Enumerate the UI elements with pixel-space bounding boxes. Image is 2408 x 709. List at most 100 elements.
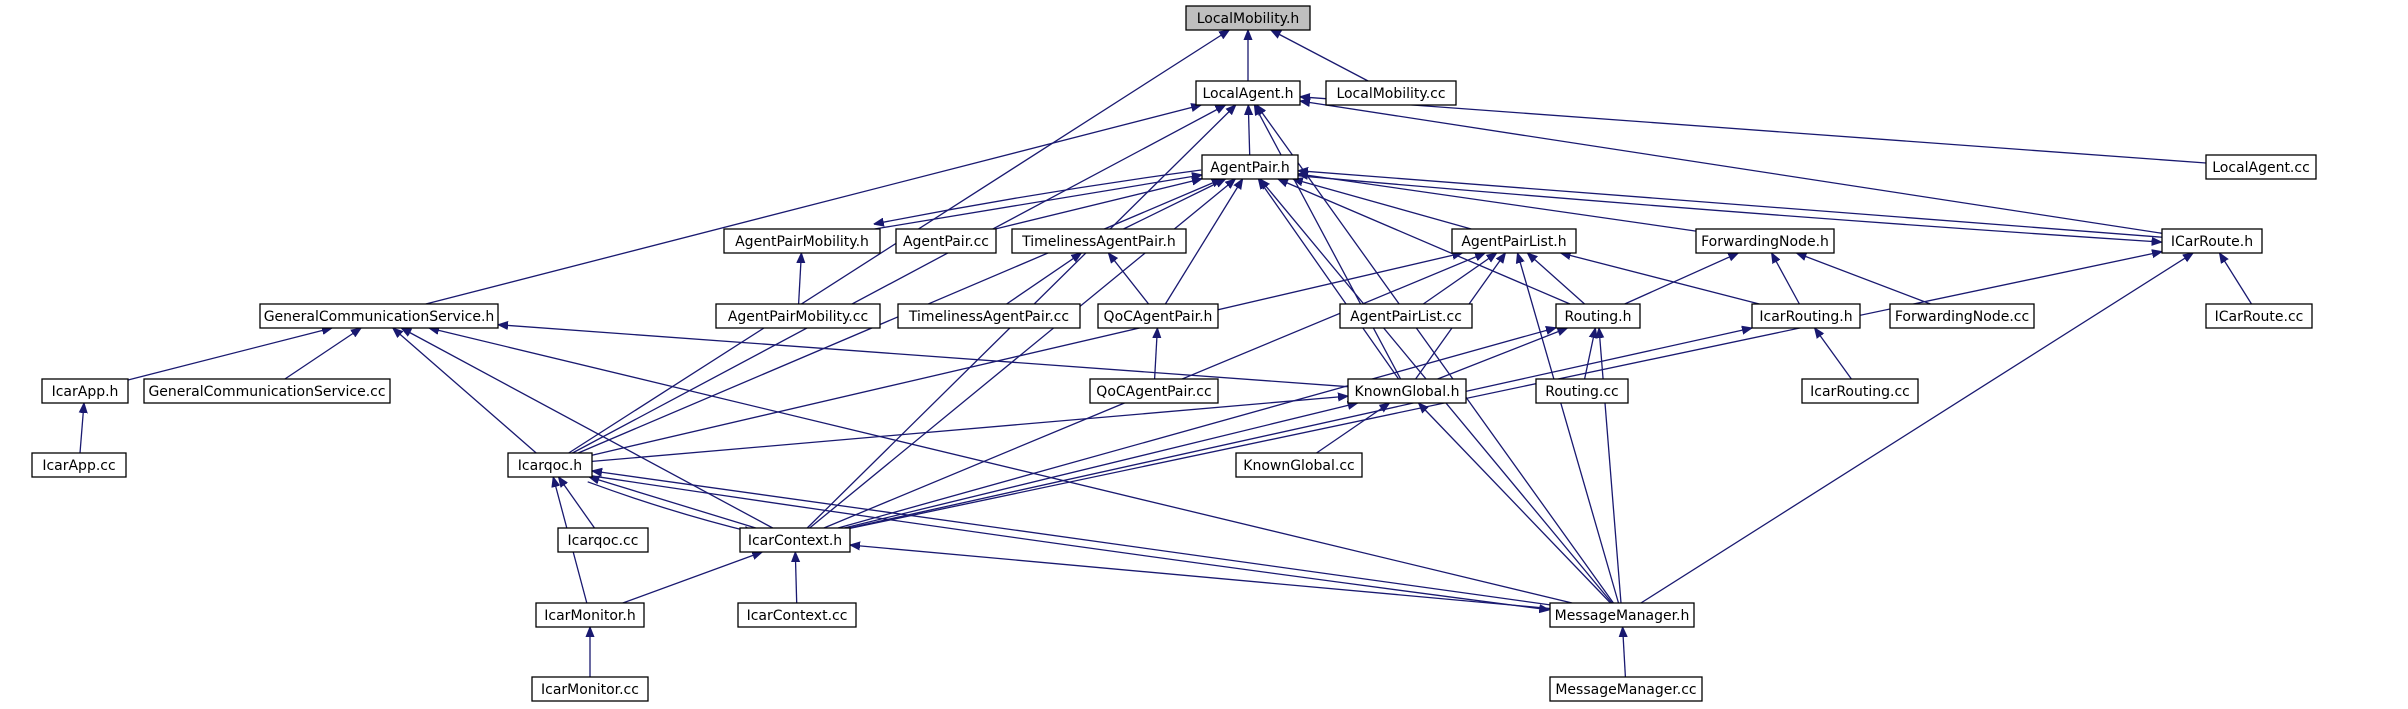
dependency-edge — [850, 545, 1551, 610]
node-agentpairlist-h[interactable]: AgentPairList.h — [1451, 228, 1577, 254]
node-forwardingnode-h[interactable]: ForwardingNode.h — [1695, 228, 1835, 254]
dependency-edge — [498, 325, 1349, 388]
node-generalcommunicationservice-h[interactable]: GeneralCommunicationService.h — [259, 303, 499, 329]
node-icarrouting-cc[interactable]: IcarRouting.cc — [1801, 378, 1919, 404]
node-label: Icarqoc.cc — [568, 533, 639, 549]
dependency-edge — [1155, 328, 1158, 380]
dependency-edge — [1298, 171, 2163, 238]
node-icarqoc-cc[interactable]: Icarqoc.cc — [557, 527, 649, 553]
dependency-edge — [1772, 253, 1800, 305]
node-knownglobal-cc[interactable]: KnownGlobal.cc — [1235, 452, 1363, 478]
node-localagent-cc[interactable]: LocalAgent.cc — [2205, 154, 2317, 180]
dependency-edge — [2220, 253, 2253, 305]
dependency-edge — [799, 253, 802, 305]
dependency-edge — [1624, 252, 1739, 305]
node-agentpair-h[interactable]: AgentPair.h — [1201, 154, 1299, 180]
node-qocagentpair-h[interactable]: QoCAgentPair.h — [1097, 303, 1219, 329]
node-label: Routing.cc — [1545, 384, 1619, 400]
node-localmobility-cc[interactable]: LocalMobility.cc — [1325, 80, 1457, 106]
node-label: AgentPairList.cc — [1350, 309, 1462, 325]
dependency-edge — [592, 471, 1551, 606]
dependency-edge — [284, 328, 361, 380]
node-label: LocalMobility.h — [1197, 11, 1300, 27]
node-label: LocalAgent.cc — [2212, 160, 2310, 176]
node-agentpairmobility-h[interactable]: AgentPairMobility.h — [723, 228, 881, 254]
node-routing-cc[interactable]: Routing.cc — [1535, 378, 1629, 404]
node-icarmonitor-h[interactable]: IcarMonitor.h — [535, 602, 645, 628]
node-label: IcarApp.h — [52, 384, 119, 400]
node-icarapp-cc[interactable]: IcarApp.cc — [31, 452, 127, 478]
node-label: ForwardingNode.h — [1701, 234, 1829, 250]
node-icarcontext-h[interactable]: IcarContext.h — [739, 527, 851, 553]
node-localagent-h[interactable]: LocalAgent.h — [1195, 80, 1301, 106]
node-label: AgentPair.cc — [903, 234, 989, 250]
dependency-edge — [1527, 253, 1586, 305]
node-label: AgentPair.h — [1210, 160, 1290, 176]
dependency-edge — [587, 481, 755, 533]
dependency-edge — [1257, 105, 1614, 604]
dependency-edge — [849, 328, 1752, 529]
node-icarcontext-cc[interactable]: IcarContext.cc — [737, 602, 857, 628]
node-label: QoCAgentPair.cc — [1096, 384, 1211, 400]
node-label: IcarContext.h — [748, 533, 842, 549]
dependency-edge — [1797, 253, 1931, 305]
dependency-edge — [1293, 179, 1472, 230]
node-icarroute-h[interactable]: ICarRoute.h — [2161, 228, 2263, 254]
dependency-edge — [995, 179, 1202, 230]
dependency-edge — [1599, 328, 1622, 604]
dependency-edge — [591, 396, 1348, 463]
dependency-edge — [401, 328, 774, 529]
node-label: KnownGlobal.h — [1355, 384, 1460, 400]
node-agentpairlist-cc[interactable]: AgentPairList.cc — [1339, 303, 1473, 329]
node-routing-h[interactable]: Routing.h — [1555, 303, 1641, 329]
node-agentpair-cc[interactable]: AgentPair.cc — [895, 228, 997, 254]
dependency-edge — [1258, 179, 1400, 380]
node-timelinessagentpair-cc[interactable]: TimelinessAgentPair.cc — [897, 303, 1081, 329]
node-messagemanager-cc[interactable]: MessageManager.cc — [1549, 676, 1703, 702]
dependency-edge — [874, 175, 1202, 230]
node-icarqoc-h[interactable]: Icarqoc.h — [507, 452, 593, 478]
dependency-edge — [393, 328, 537, 454]
dependency-edge — [1815, 328, 1852, 380]
dependency-edge — [809, 179, 1236, 529]
node-qocagentpair-cc[interactable]: QoCAgentPair.cc — [1089, 378, 1219, 404]
node-forwardingnode-cc[interactable]: ForwardingNode.cc — [1889, 303, 2035, 329]
node-icarrouting-h[interactable]: IcarRouting.h — [1751, 303, 1861, 329]
dependency-edge — [1248, 105, 1249, 156]
dependency-edge — [874, 169, 1202, 224]
dependency-edge — [127, 328, 332, 381]
node-label: MessageManager.cc — [1555, 682, 1696, 698]
dependency-edge — [80, 403, 84, 454]
node-icarroute-cc[interactable]: ICarRoute.cc — [2205, 303, 2313, 329]
node-agentpairmobility-cc[interactable]: AgentPairMobility.cc — [715, 303, 881, 329]
node-label: IcarContext.cc — [747, 608, 848, 624]
node-label: ICarRoute.cc — [2215, 309, 2304, 325]
dependency-edge — [1254, 105, 1402, 380]
node-label: GeneralCommunicationService.h — [264, 309, 495, 325]
dependency-edge — [1123, 179, 1226, 230]
node-label: IcarRouting.cc — [1810, 384, 1910, 400]
dependency-edge — [844, 403, 1357, 529]
dependency-edge — [837, 328, 1556, 529]
dependency-edge — [622, 552, 762, 604]
dependency-edge — [1164, 179, 1242, 305]
dependency-edge — [1437, 327, 1568, 380]
node-generalcommunicationservice-cc[interactable]: GeneralCommunicationService.cc — [143, 378, 391, 404]
node-label: TimelinessAgentPair.cc — [908, 309, 1069, 325]
node-localmobility-h[interactable]: LocalMobility.h — [1185, 5, 1311, 31]
dependency-edge — [1583, 328, 1596, 380]
node-label: LocalMobility.cc — [1336, 86, 1445, 102]
file-nodes: LocalMobility.h LocalAgent.h LocalMobili… — [31, 5, 2317, 702]
node-label: IcarApp.cc — [42, 458, 115, 474]
node-timelinessagentpair-h[interactable]: TimelinessAgentPair.h — [1011, 228, 1187, 254]
node-messagemanager-h[interactable]: MessageManager.h — [1549, 602, 1695, 628]
node-icarapp-h[interactable]: IcarApp.h — [41, 378, 129, 404]
node-label: QoCAgentPair.h — [1104, 309, 1213, 325]
node-label: AgentPairMobility.cc — [728, 309, 868, 325]
node-label: KnownGlobal.cc — [1243, 458, 1354, 474]
node-icarmonitor-cc[interactable]: IcarMonitor.cc — [531, 676, 649, 702]
node-knownglobal-h[interactable]: KnownGlobal.h — [1347, 378, 1467, 404]
dependency-edge — [591, 475, 1549, 610]
node-label: GeneralCommunicationService.cc — [148, 384, 385, 400]
